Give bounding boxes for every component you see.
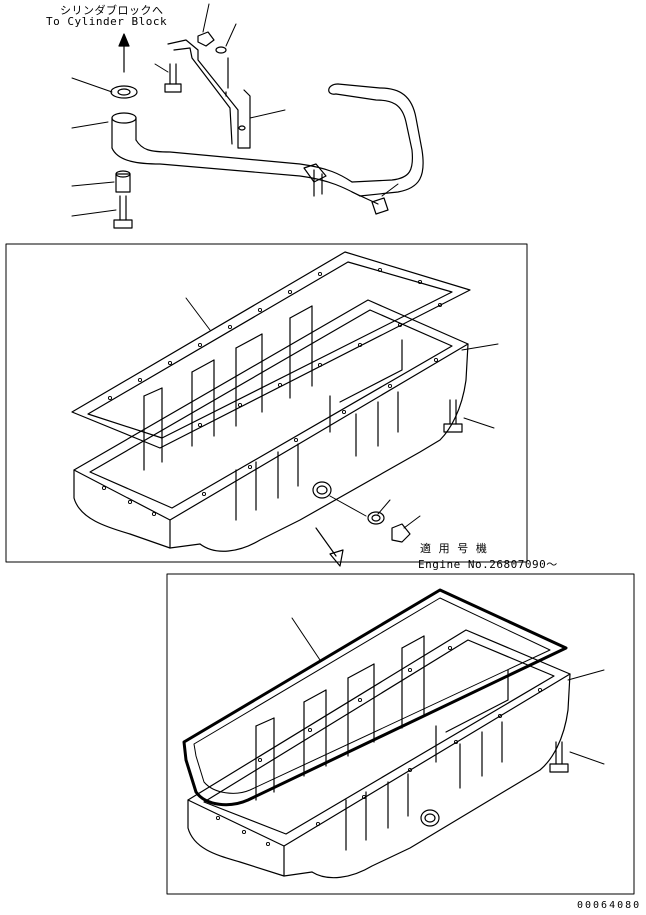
pan-bolt-a bbox=[443, 399, 463, 433]
oil-pipe-assembly bbox=[110, 31, 424, 229]
oil-pan-assembly-b bbox=[182, 588, 571, 879]
middle-detail-frame bbox=[5, 243, 528, 563]
applicable-serial-label-jp: 適 用 号 機 bbox=[420, 542, 488, 555]
leader-lines-top bbox=[71, 3, 399, 217]
pan-flange-holes-b bbox=[215, 645, 543, 847]
to-cylinder-block-en: To Cylinder Block bbox=[46, 15, 168, 28]
pan-bolt-b bbox=[549, 741, 569, 773]
lower-detail-frame bbox=[166, 573, 635, 895]
detail-arrow bbox=[315, 527, 344, 567]
pan-flange-holes-a bbox=[101, 357, 439, 517]
leader-lines-middle bbox=[185, 297, 499, 529]
to-cylinder-block-jp: シリンダブロックへ bbox=[60, 4, 164, 17]
gasket-holes-a bbox=[107, 267, 443, 428]
leader-lines-lower bbox=[291, 617, 605, 765]
drawing-code: 00064080 bbox=[577, 900, 642, 911]
drain-plug-parts bbox=[329, 495, 411, 543]
engine-number-label: Engine No.26807090～ bbox=[418, 558, 558, 571]
oil-pan-assembly-a bbox=[71, 251, 471, 552]
